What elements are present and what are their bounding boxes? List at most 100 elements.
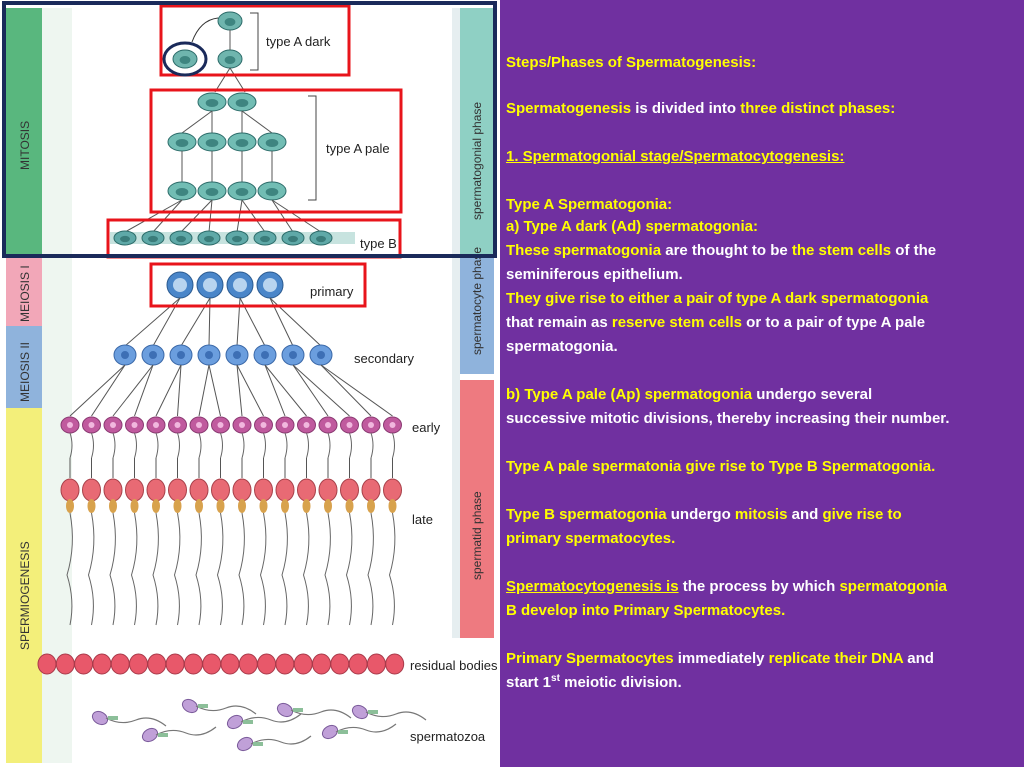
link-line	[241, 199, 266, 233]
early-spermatid-tail	[306, 432, 309, 459]
spermatozoon-midpiece	[158, 733, 168, 737]
term-three-phases: three distinct phases:	[740, 100, 896, 117]
early-spermatid-nucleus	[239, 422, 245, 428]
link-line	[208, 199, 213, 233]
p2-a: They give rise to either	[506, 290, 674, 307]
early-spermatid-tail	[177, 432, 180, 459]
late-spermatid-midpiece	[109, 499, 117, 513]
meiosis-i-label: MEIOSIS I	[18, 265, 32, 322]
spermatozoon-head	[321, 724, 339, 740]
residual-body	[147, 653, 167, 675]
residual-body	[55, 653, 75, 675]
link-line	[271, 199, 294, 233]
term-spermatogenesis: Spermatogenesis	[506, 100, 632, 117]
residual-body	[37, 653, 57, 675]
type-b-cell-nucleus	[260, 235, 270, 243]
type-b-label: type B	[360, 236, 397, 251]
early-spermatid-tail	[284, 432, 288, 459]
late-spermatid-midpiece	[195, 499, 203, 513]
late-spermatid	[318, 478, 338, 502]
late-spermatid-tail	[195, 512, 202, 626]
type-a-pale-cell-nucleus	[235, 187, 249, 197]
late-spermatid	[125, 478, 144, 502]
residual-body	[129, 653, 148, 675]
secondary-spermatocyte-nucleus	[121, 351, 129, 359]
spermatozoa-label: spermatozoa	[410, 729, 486, 744]
spermatozoon-tail	[250, 735, 312, 745]
type-a-pale-cell-nucleus	[265, 187, 279, 197]
link-line	[264, 364, 286, 417]
paragraph-give-rise-3: spermatogonia.	[506, 338, 618, 355]
late-spermatid	[297, 478, 316, 502]
late-spermatid	[275, 478, 295, 502]
type-b-cell-nucleus	[316, 235, 326, 243]
type-a-pale-cell-nucleus	[235, 98, 249, 108]
late-spermatid-tail	[173, 512, 181, 626]
late-spermatid-tail	[87, 512, 95, 626]
link-line	[124, 199, 183, 233]
late-spermatid-tail	[216, 512, 224, 626]
type-a-pale-cell-nucleus	[265, 138, 279, 148]
spermatozoon-midpiece	[243, 720, 253, 724]
type-a-heading: Type A Spermatogonia:	[506, 196, 673, 213]
spermatozoon-midpiece	[368, 710, 378, 714]
spermatozoon-tail	[195, 705, 257, 715]
late-spermatid-midpiece	[324, 499, 332, 513]
secondary-spermatocyte-nucleus	[205, 351, 213, 359]
p3-b: undergo several	[752, 386, 873, 403]
early-spermatid-tail	[134, 432, 137, 459]
residual-body	[312, 653, 331, 675]
early-spermatid-tail	[349, 432, 352, 459]
meiosis-i-band	[6, 258, 42, 326]
link-line	[155, 364, 182, 417]
early-spermatid-tail	[112, 432, 116, 459]
late-spermatid-midpiece	[216, 499, 225, 513]
spermatozoon-tail	[240, 713, 302, 723]
early-label: early	[412, 420, 441, 435]
residual-body	[165, 653, 185, 675]
early-spermatid-tail	[327, 432, 331, 459]
p5-c: mitosis	[734, 506, 788, 523]
early-spermatid-tail	[370, 432, 374, 459]
late-spermatid-midpiece	[152, 499, 160, 513]
type-a-pale-box	[149, 88, 403, 214]
intro-text: is divided into	[631, 100, 741, 117]
early-spermatid-nucleus	[282, 422, 288, 428]
paragraph-give-rise-2: that remain as reserve stem cells or to …	[506, 312, 1020, 334]
early-spermatid-nucleus	[389, 422, 396, 428]
primary-spermatocyte-nucleus	[173, 278, 187, 292]
link-line	[264, 364, 307, 417]
link-line	[292, 364, 350, 417]
link-line	[214, 67, 231, 93]
early-spermatid-tail	[155, 432, 159, 459]
description-panel: Steps/Phases of Spermatogenesis: Spermat…	[500, 0, 1024, 767]
secondary-spermatocyte-nucleus	[233, 351, 241, 359]
late-spermatid	[82, 478, 101, 502]
type-b-cell-nucleus	[232, 235, 242, 243]
p6-c: spermatogonia	[839, 578, 947, 595]
paragraph-type-b: Type B spermatogonia undergo mitosis and…	[506, 504, 1020, 526]
p6-a: Spermatocytogenesis is	[506, 578, 679, 595]
link-line	[177, 364, 182, 417]
p7-e: start 1	[506, 674, 552, 691]
spermatozoon-midpiece	[338, 730, 348, 734]
type-a-pale-cell-nucleus	[205, 138, 219, 148]
phase-bar-shadow	[452, 8, 460, 638]
spermatozoon-tail	[290, 709, 352, 719]
late-spermatid-tail	[281, 512, 288, 626]
p1-d: the stem cells	[791, 242, 892, 259]
mitosis-label: MITOSIS	[18, 121, 32, 170]
early-spermatid-tail	[220, 432, 223, 459]
early-spermatid-nucleus	[88, 422, 95, 428]
late-label: late	[412, 512, 433, 527]
secondary-spermatocyte-nucleus	[261, 351, 269, 359]
late-spermatid-midpiece	[238, 499, 246, 513]
early-spermatid-tail	[198, 432, 202, 459]
link-line	[236, 364, 243, 417]
spermatogonial-phase-label: spermatogonial phase	[470, 102, 484, 220]
p1-c: are thought to be	[661, 242, 792, 259]
secondary-spermatocyte-nucleus	[317, 351, 325, 359]
type-a-pale-label: type A pale	[326, 141, 390, 156]
link-line	[91, 364, 126, 417]
spermatozoon-midpiece	[253, 742, 263, 746]
